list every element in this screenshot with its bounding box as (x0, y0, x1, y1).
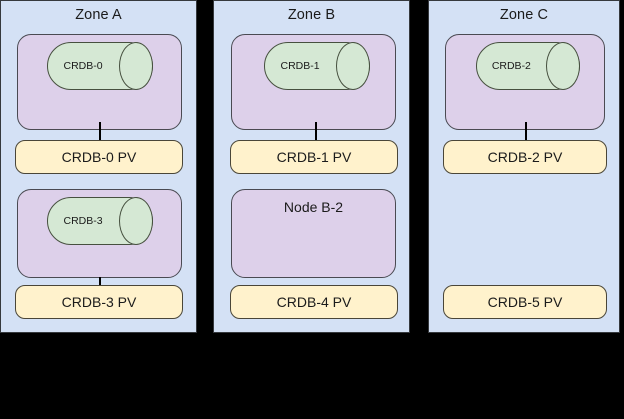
volume-box-crdb-5-pv[interactable]: CRDB-5 PV (443, 285, 607, 319)
database-label-crdb-3: CRDB-3 (63, 215, 103, 227)
zone-title-a: Zone A (75, 7, 122, 23)
volume-label-crdb-3-pv: CRDB-3 PV (61, 294, 137, 310)
volume-box-crdb-4-pv[interactable]: CRDB-4 PV (230, 285, 398, 319)
connector-line-crdb-2 (525, 122, 527, 141)
cylinder-face-icon (546, 42, 580, 90)
database-cylinder-crdb-1[interactable]: CRDB-1 (264, 42, 370, 90)
node-title-b2: Node B-2 (283, 199, 344, 215)
volume-label-crdb-5-pv: CRDB-5 PV (487, 294, 563, 310)
connector-line-crdb-0 (99, 122, 101, 141)
volume-label-crdb-2-pv: CRDB-2 PV (487, 149, 563, 165)
volume-box-crdb-0-pv[interactable]: CRDB-0 PV (15, 140, 183, 174)
volume-label-crdb-0-pv: CRDB-0 PV (61, 149, 137, 165)
zone-title-b: Zone B (287, 7, 336, 23)
volume-label-crdb-4-pv: CRDB-4 PV (276, 294, 352, 310)
zone-container-c[interactable]: Zone C Node C-1 CRDB-2 CRDB-2 PV CRDB-5 … (428, 0, 620, 333)
node-box-b2[interactable]: Node B-2 (231, 189, 396, 278)
cylinder-face-icon (119, 197, 153, 245)
zone-container-a[interactable]: Zone A Node A-1 CRDB-0 CRDB-0 PV Node A-… (0, 0, 197, 333)
cylinder-face-icon (119, 42, 153, 90)
volume-label-crdb-1-pv: CRDB-1 PV (276, 149, 352, 165)
cylinder-face-icon (336, 42, 370, 90)
database-cylinder-crdb-0[interactable]: CRDB-0 (47, 42, 153, 90)
database-cylinder-crdb-3[interactable]: CRDB-3 (47, 197, 153, 245)
volume-box-crdb-2-pv[interactable]: CRDB-2 PV (443, 140, 607, 174)
database-cylinder-crdb-2[interactable]: CRDB-2 (476, 42, 580, 90)
database-label-crdb-2: CRDB-2 (491, 60, 531, 72)
volume-box-crdb-3-pv[interactable]: CRDB-3 PV (15, 285, 183, 319)
zone-title-c: Zone C (499, 7, 549, 23)
connector-line-crdb-1 (315, 122, 317, 141)
database-label-crdb-0: CRDB-0 (63, 60, 103, 72)
database-label-crdb-1: CRDB-1 (280, 60, 320, 72)
volume-box-crdb-1-pv[interactable]: CRDB-1 PV (230, 140, 398, 174)
zone-container-b[interactable]: Zone B Node B-1 CRDB-1 CRDB-1 PV Node B-… (213, 0, 410, 333)
